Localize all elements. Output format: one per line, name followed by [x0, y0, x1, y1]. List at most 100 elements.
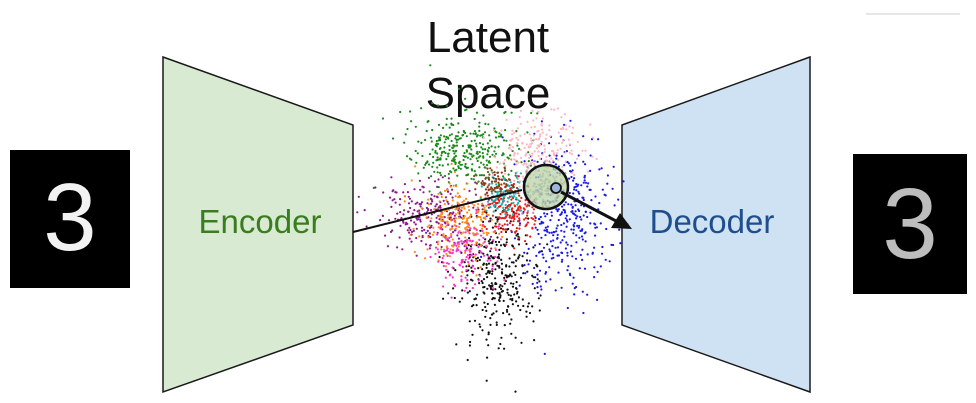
latent-point [410, 120, 413, 123]
latent-point [436, 196, 439, 199]
latent-point [453, 152, 456, 155]
latent-point [498, 266, 501, 269]
latent-point [511, 223, 514, 227]
latent-point [513, 293, 516, 296]
latent-point [470, 153, 473, 156]
latent-point [571, 282, 574, 285]
latent-point [494, 247, 497, 250]
latent-point [467, 205, 470, 208]
latent-point [517, 257, 520, 260]
latent-point [514, 390, 517, 393]
latent-point [514, 231, 517, 234]
latent-point [469, 158, 472, 161]
latent-point [503, 278, 506, 282]
latent-point [506, 219, 509, 222]
latent-point [453, 160, 456, 163]
latent-point [503, 276, 506, 279]
latent-point [524, 272, 527, 275]
latent-point [475, 157, 478, 160]
latent-point [466, 182, 469, 185]
latent-point [444, 138, 447, 141]
latent-point [510, 169, 513, 172]
latent-point [536, 273, 539, 276]
latent-point [436, 166, 439, 169]
latent-point [541, 153, 544, 156]
latent-point [580, 184, 583, 187]
latent-point [444, 265, 447, 268]
latent-point [490, 247, 493, 250]
latent-point [487, 331, 490, 334]
latent-point [469, 239, 472, 242]
latent-point [440, 219, 443, 222]
latent-point [569, 164, 572, 167]
latent-point [443, 250, 446, 253]
latent-point [475, 212, 478, 215]
latent-point [494, 262, 497, 265]
latent-point [496, 260, 499, 263]
latent-point [576, 224, 579, 227]
latent-point [481, 148, 484, 151]
latent-point [591, 155, 594, 158]
latent-point [488, 271, 491, 275]
latent-point [491, 199, 494, 202]
latent-point [489, 139, 492, 142]
latent-point [579, 253, 582, 257]
latent-point [488, 203, 491, 206]
latent-point [502, 243, 505, 246]
latent-point [428, 163, 431, 166]
latent-point [413, 250, 416, 254]
latent-point [391, 199, 394, 202]
latent-point [436, 248, 439, 251]
latent-point [573, 177, 576, 180]
latent-point [519, 122, 522, 125]
latent-point [439, 171, 442, 174]
latent-point [515, 230, 518, 233]
latent-point [586, 293, 589, 296]
latent-point [534, 216, 537, 219]
latent-point [555, 230, 558, 233]
latent-point [564, 151, 567, 154]
latent-point [428, 224, 431, 227]
latent-point [501, 235, 504, 238]
latent-point [496, 171, 499, 174]
latent-point [430, 175, 433, 178]
latent-point [584, 240, 587, 243]
latent-point [410, 200, 413, 203]
latent-point [441, 257, 444, 260]
latent-point [467, 257, 470, 260]
latent-point [482, 136, 485, 140]
latent-point [416, 152, 419, 155]
latent-point [486, 271, 489, 274]
latent-point [544, 215, 547, 218]
latent-point [543, 150, 546, 154]
latent-point [538, 280, 541, 283]
latent-point [486, 276, 489, 279]
latent-point [487, 262, 491, 265]
latent-point [440, 224, 443, 228]
latent-point [450, 244, 454, 247]
latent-point [463, 207, 466, 210]
latent-point [534, 276, 537, 279]
latent-point [461, 201, 464, 204]
latent-point [533, 150, 536, 153]
latent-point [496, 193, 499, 196]
latent-point [458, 209, 462, 212]
latent-point [424, 138, 427, 142]
latent-point [488, 173, 491, 176]
latent-point [486, 302, 489, 306]
latent-point [432, 155, 435, 159]
latent-point [571, 169, 574, 172]
latent-point [516, 127, 520, 130]
latent-point [434, 149, 437, 153]
latent-point [530, 162, 533, 165]
latent-point [554, 289, 557, 292]
latent-point [567, 162, 570, 165]
latent-point [475, 208, 478, 211]
latent-point [458, 206, 461, 209]
latent-point [482, 242, 485, 245]
latent-point [482, 236, 485, 239]
latent-point [543, 160, 546, 163]
latent-point [479, 244, 482, 247]
latent-point [449, 248, 452, 251]
latent-point [451, 225, 454, 228]
